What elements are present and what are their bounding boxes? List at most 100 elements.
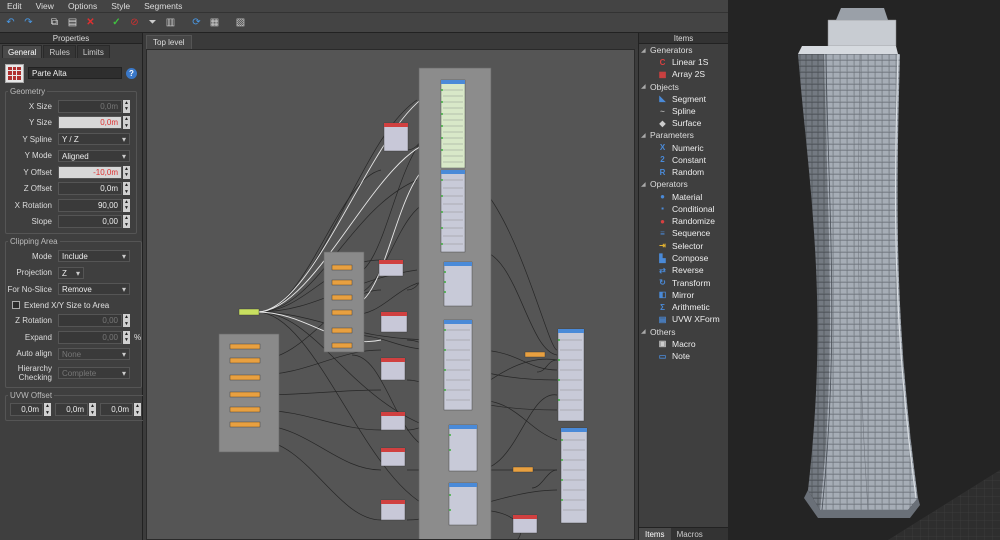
item-label: Note [672, 351, 690, 362]
3d-viewport[interactable] [728, 0, 1000, 540]
collapse-triangle-icon[interactable]: ◢ [641, 181, 646, 188]
category-operators[interactable]: ◢ Operators [639, 178, 728, 190]
item-uvw-xform[interactable]: ▤UVW XForm [639, 313, 728, 325]
slope-spinner[interactable]: ▲▼ [123, 215, 130, 229]
collapse-triangle-icon[interactable]: ◢ [641, 47, 646, 54]
disable-icon[interactable]: ⊘ [130, 16, 139, 28]
uvw-w-spinner[interactable]: ▲▼ [134, 403, 141, 416]
projection-label: Projection [16, 268, 52, 278]
item-spline[interactable]: ~Spline [639, 105, 728, 117]
name-field[interactable]: Parte Alta [28, 67, 122, 79]
item-reverse[interactable]: ⇄Reverse [639, 264, 728, 276]
x-size-spinner[interactable]: ▲▼ [123, 99, 130, 113]
z-offset-label: Z Offset [23, 184, 52, 194]
y-mode-select[interactable]: Aligned [58, 149, 130, 162]
mode-select[interactable]: Include [58, 250, 130, 263]
x-rotation-spinner[interactable]: ▲▼ [123, 198, 130, 212]
node-graph[interactable] [147, 50, 635, 540]
tab-general[interactable]: General [2, 45, 43, 58]
copy-icon[interactable]: ⧉ [50, 16, 59, 28]
item-segment[interactable]: ◣Segment [639, 93, 728, 105]
auto-align-select[interactable]: None [58, 347, 130, 360]
collapse-triangle-icon[interactable]: ◢ [641, 329, 646, 336]
uvw-legend: UVW Offset [10, 391, 53, 400]
clear-icon[interactable]: ▥ [165, 16, 176, 28]
uvw-u-field[interactable]: 0,0m [10, 403, 43, 416]
x-size-field[interactable]: 0,0m [58, 99, 122, 113]
layers-icon[interactable]: ▦ [209, 16, 220, 28]
item-label: Reverse [672, 265, 704, 276]
help-icon[interactable]: ? [126, 67, 137, 79]
collapse-triangle-icon[interactable]: ◢ [641, 84, 646, 91]
name-row: Parte Alta ? [0, 62, 142, 84]
y-spline-select[interactable]: Y / Z [58, 133, 130, 146]
item-mirror[interactable]: ◧Mirror [639, 289, 728, 301]
item-compose[interactable]: ▙Compose [639, 252, 728, 264]
extend-checkbox[interactable] [12, 301, 20, 309]
refresh-icon[interactable]: ⟳ [192, 16, 201, 28]
uvw-v-spinner[interactable]: ▲▼ [89, 403, 96, 416]
item-sequence[interactable]: ≡Sequence [639, 227, 728, 239]
z-rotation-field[interactable]: 0,00 [58, 314, 122, 328]
item-randomize[interactable]: ●Randomize [639, 215, 728, 227]
item-conditional[interactable]: ▪Conditional [639, 203, 728, 215]
tab-top-level[interactable]: Top level [146, 35, 192, 49]
mirror-icon: ◧ [658, 290, 667, 300]
material-icon: ● [660, 192, 665, 202]
slope-field[interactable]: 0,00 [58, 215, 122, 229]
tab-macros[interactable]: Macros [676, 530, 703, 539]
tab-items[interactable]: Items [639, 528, 671, 540]
z-offset-spinner[interactable]: ▲▼ [123, 182, 130, 196]
projection-select[interactable]: Z [58, 266, 84, 279]
no-slice-select[interactable]: Remove [58, 283, 130, 296]
expand-spinner[interactable]: ▲▼ [123, 330, 130, 344]
spline-icon: ~ [660, 106, 665, 116]
collapse-triangle-icon[interactable]: ◢ [641, 132, 646, 139]
item-note[interactable]: ▭Note [639, 350, 728, 362]
category-objects[interactable]: ◢Objects [639, 81, 728, 93]
x-rotation-field[interactable]: 90,00 [58, 198, 122, 212]
z-offset-field[interactable]: 0,0m [58, 182, 122, 196]
item-selector[interactable]: ⇥Selector [639, 240, 728, 252]
category-others[interactable]: ◢Others [639, 326, 728, 338]
tab-limits[interactable]: Limits [76, 45, 110, 58]
hierarchy-select[interactable]: Complete [58, 367, 130, 379]
uvw-w-field[interactable]: 0,0m [100, 403, 133, 416]
menu-segments[interactable]: Segments [144, 1, 183, 11]
redo-icon[interactable]: ↷ [24, 16, 33, 28]
category-parameters[interactable]: ◢Parameters [639, 129, 728, 141]
z-rotation-spinner[interactable]: ▲▼ [123, 314, 130, 328]
accept-icon[interactable]: ✓ [112, 16, 121, 28]
uvw-u-spinner[interactable]: ▲▼ [44, 403, 51, 416]
item-macro[interactable]: ▣Macro [639, 338, 728, 350]
export-icon[interactable]: ▧ [235, 16, 246, 28]
menu-view[interactable]: View [35, 1, 54, 11]
tab-rules[interactable]: Rules [43, 45, 76, 58]
category-label: Operators [650, 179, 688, 190]
y-offset-spinner[interactable]: ▲▼ [123, 165, 130, 179]
paste-icon[interactable]: ▤ [67, 16, 78, 28]
item-label: Compose [672, 253, 709, 263]
menu-options[interactable]: Options [67, 1, 98, 11]
delete-icon[interactable]: ✕ [86, 16, 95, 28]
item-material[interactable]: ●Material [639, 190, 728, 202]
uvw-v-field[interactable]: 0,0m [55, 403, 88, 416]
item-transform[interactable]: ↻Transform [639, 276, 728, 288]
expand-field[interactable]: 0,00 [58, 330, 122, 344]
menu-style[interactable]: Style [111, 1, 131, 11]
undo-icon[interactable]: ↶ [6, 16, 15, 28]
y-offset-field[interactable]: -10,0m [58, 165, 122, 179]
y-size-field[interactable]: 0,0m [58, 116, 122, 130]
item-array-2s[interactable]: ▦Array 2S [639, 68, 728, 80]
node-graph-canvas[interactable] [146, 49, 635, 540]
item-surface[interactable]: ◆Surface [639, 117, 728, 129]
filter-icon[interactable]: ⏷ [148, 16, 157, 28]
menu-edit[interactable]: Edit [7, 1, 22, 11]
y-size-spinner[interactable]: ▲▼ [123, 116, 130, 130]
category-generators[interactable]: ◢Generators [639, 44, 728, 56]
